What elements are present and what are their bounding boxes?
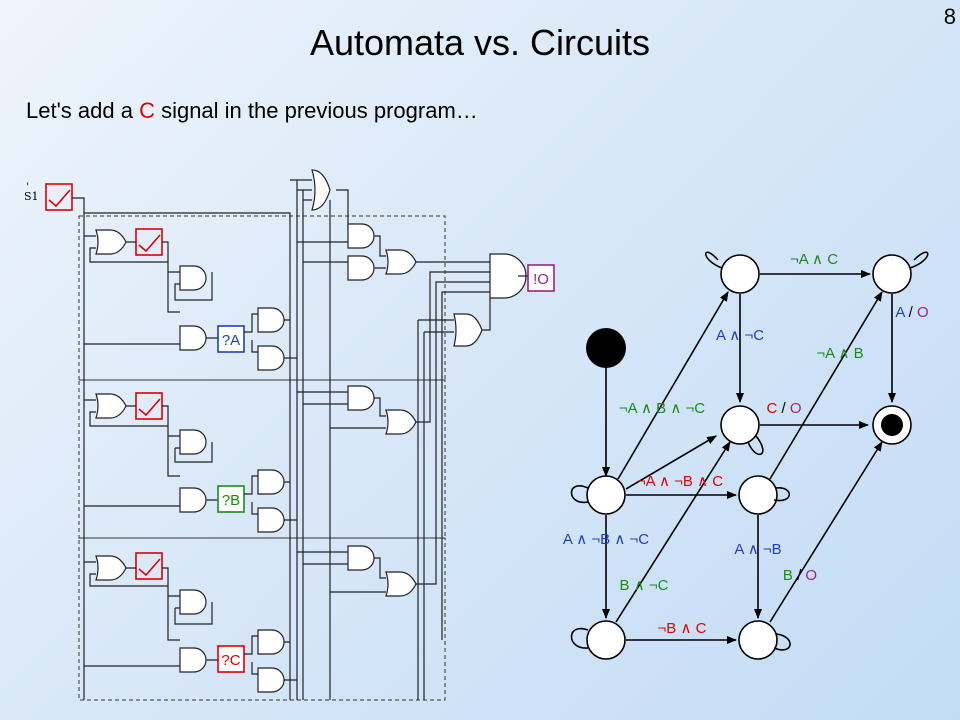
label-b-o: B / O: [783, 567, 817, 584]
state-top-left: [720, 254, 760, 294]
label-right-top: A / O: [895, 304, 928, 321]
label-nota-b: ¬A ∧ B: [816, 345, 863, 362]
subtitle-highlight-c: C: [139, 98, 155, 123]
test-b-box: [217, 485, 245, 513]
test-a-label: ?A: [222, 332, 240, 349]
top-or-gate: [311, 169, 331, 211]
automaton-diagram: ¬A ∧ C A / O A ∧ ¬C ¬A ∧ B C / O ¬A ∧ B …: [563, 251, 929, 660]
state-bottom-right: [738, 620, 778, 660]
output-and-gate: [489, 253, 527, 299]
test-c-label: ?C: [221, 652, 240, 669]
state-bottom-left: [586, 620, 626, 660]
label-notb-c: ¬B ∧ C: [658, 620, 707, 637]
slide-subtitle: Let's add a C signal in the previous pro…: [26, 98, 478, 124]
initial-state: [586, 328, 626, 368]
input-register: [45, 183, 73, 211]
test-b-label: ?B: [222, 492, 240, 509]
output-box: [527, 264, 555, 292]
subtitle-text-1: Let's add a: [26, 98, 140, 123]
label-a-notb: A ∧ ¬B: [734, 541, 781, 558]
block-a: ?A: [84, 223, 417, 371]
block-a-frame: [78, 215, 446, 381]
slide-number: 8: [943, 4, 956, 29]
state-left: [586, 475, 626, 515]
label-nota-b-notc: ¬A ∧ B ∧ ¬C: [619, 400, 705, 417]
state-center: [738, 475, 778, 515]
test-a-box: [217, 325, 245, 353]
input-tick: ': [26, 182, 29, 193]
test-c-box: [217, 645, 245, 673]
subtitle-text-2: signal in the previous program…: [154, 98, 478, 123]
label-top: ¬A ∧ C: [790, 251, 838, 268]
block-c-frame: [78, 537, 446, 701]
input-label: S1: [24, 190, 39, 203]
block-c: ?C: [84, 545, 417, 693]
label-b-notc: B ∧ ¬C: [620, 577, 669, 594]
state-top-right: [872, 254, 912, 294]
label-c-o: C / O: [766, 400, 801, 417]
circuit-diagram: ' S1 ?A: [24, 169, 555, 701]
slide-title: Automata vs. Circuits: [309, 22, 651, 63]
state-mid: [720, 405, 760, 445]
label-nota-notb-c: ¬A ∧ ¬B ∧ C: [637, 473, 723, 490]
block-b: ?B: [84, 385, 417, 533]
output-label: !O: [533, 271, 549, 288]
label-a-notb-notc: A ∧ ¬B ∧ ¬C: [563, 531, 649, 548]
label-a-notc: A ∧ ¬C: [716, 327, 764, 344]
